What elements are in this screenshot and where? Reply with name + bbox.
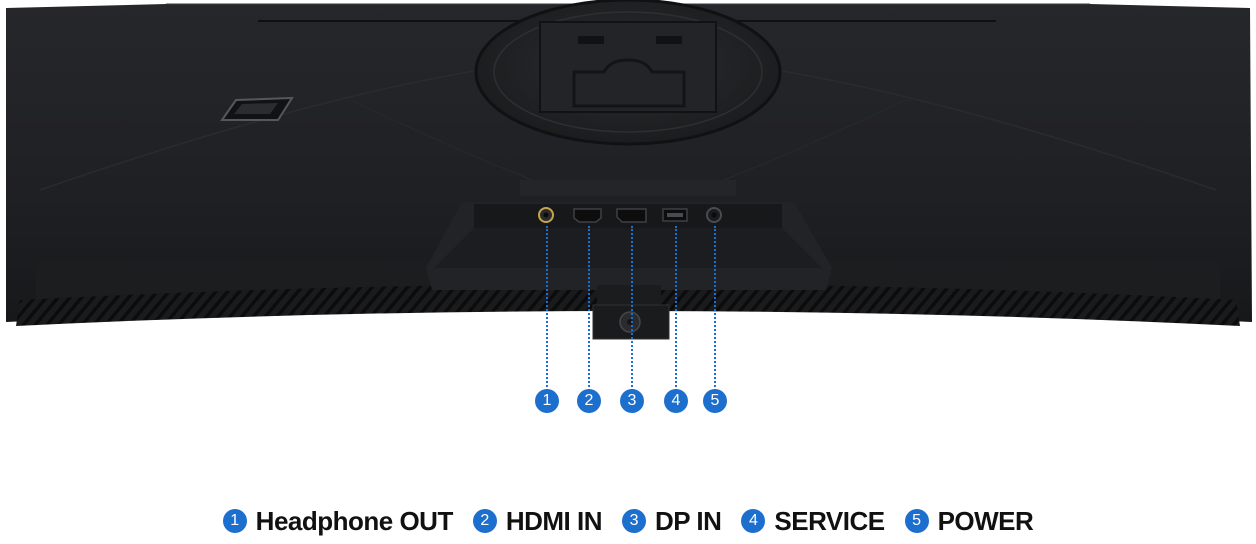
legend-item-power: 5 POWER (904, 505, 1034, 537)
power-jack-icon (706, 207, 722, 223)
legend-badge: 4 (741, 509, 766, 533)
displayport-icon (616, 208, 647, 223)
legend-badge: 2 (472, 509, 497, 533)
legend-item-headphone-out: 1 Headphone OUT (222, 505, 454, 537)
legend-item-service: 4 SERVICE (741, 505, 885, 537)
rating-label-strip (520, 180, 736, 196)
legend-label: Headphone OUT (255, 505, 454, 536)
monitor-body (6, 3, 1252, 326)
callout-line-1 (546, 226, 548, 391)
callout-badge-4: 4 (664, 389, 688, 413)
legend-label: DP IN (655, 505, 722, 536)
callout-badge-3: 3 (620, 389, 644, 413)
legend-badge: 5 (904, 509, 929, 533)
callout-badge-1: 1 (535, 389, 559, 413)
legend-label: SERVICE (774, 505, 885, 536)
hdmi-port-icon (573, 208, 602, 223)
callout-line-4 (675, 226, 677, 391)
callout-line-5 (714, 226, 716, 391)
callout-badge-2: 2 (577, 389, 601, 413)
legend-badge: 1 (222, 509, 247, 533)
legend-badge: 3 (622, 509, 647, 533)
port-legend: 1 Headphone OUT 2 HDMI IN 3 DP IN 4 SERV… (0, 503, 1256, 539)
callout-line-2 (588, 226, 590, 391)
legend-label: POWER (937, 505, 1034, 536)
callout-line-3 (631, 226, 633, 391)
legend-item-hdmi-in: 2 HDMI IN (472, 505, 603, 537)
usb-port-icon (662, 208, 688, 222)
headphone-jack-icon (538, 207, 554, 223)
legend-item-dp-in: 3 DP IN (622, 505, 722, 537)
brand-logo-icon (220, 96, 294, 121)
callout-badge-5: 5 (703, 389, 727, 413)
stand-mount (474, 0, 782, 146)
legend-label: HDMI IN (505, 505, 603, 536)
